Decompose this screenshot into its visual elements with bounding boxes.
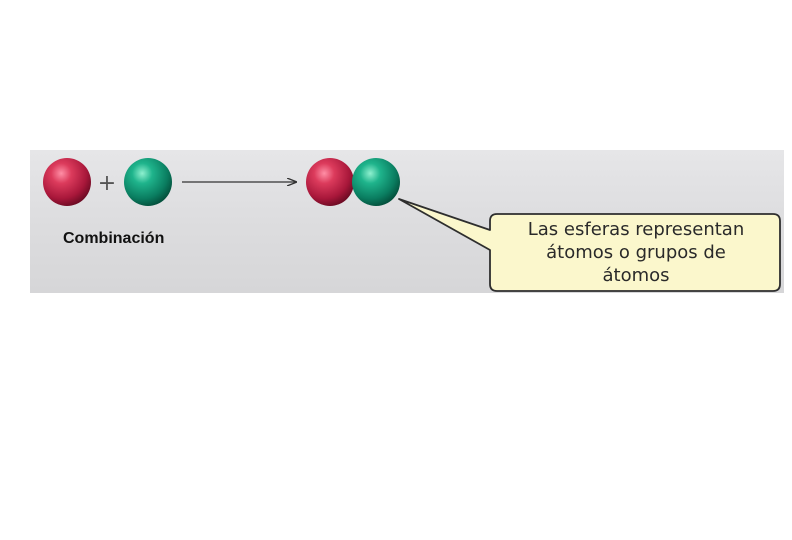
- reaction-type-caption: Combinación: [63, 230, 165, 247]
- product-green-atom: [352, 158, 400, 206]
- product-red-atom: [306, 158, 354, 206]
- callout-text: Las esferas representan átomos o grupos …: [494, 218, 778, 287]
- reactant-red-atom: [43, 158, 91, 206]
- callout-line-2: átomos o grupos de: [546, 242, 726, 263]
- callout-line-1: Las esferas representan: [527, 219, 745, 240]
- callout-bubble: [398, 198, 781, 292]
- plus-sign: +: [98, 171, 116, 196]
- callout-line-3: átomos: [602, 265, 670, 286]
- reactant-green-atom: [124, 158, 172, 206]
